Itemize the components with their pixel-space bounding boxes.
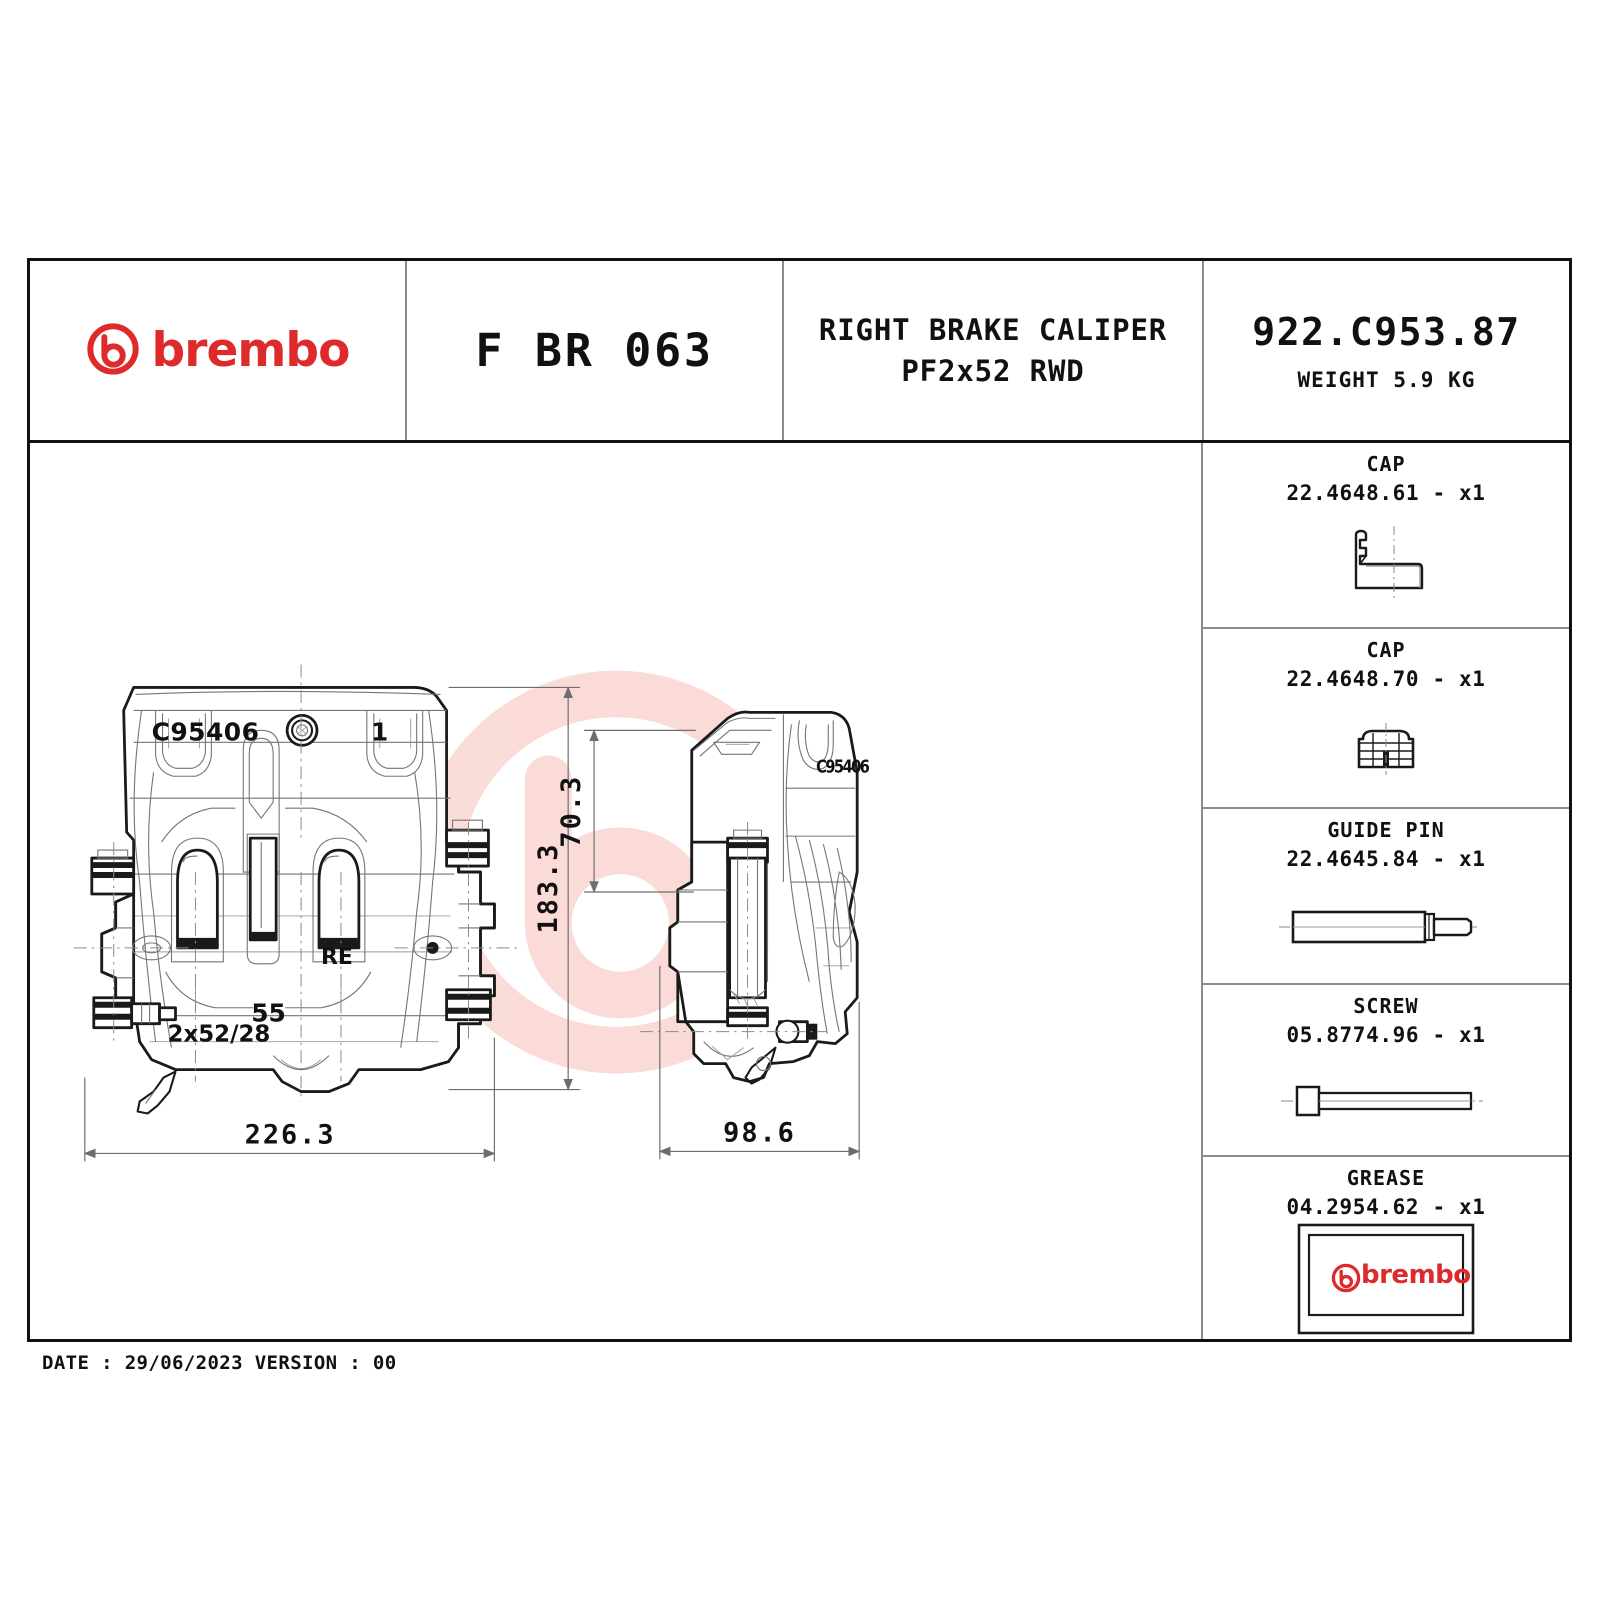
brembo-b-mark-icon <box>86 322 140 380</box>
brembo-wordmark: brembo <box>151 323 351 378</box>
front-view-casting-code: C95406 <box>152 717 260 746</box>
guide-pin-icon <box>1203 871 1569 983</box>
front-view-dimensions: 183.3 226.3 <box>83 686 581 1162</box>
dimension-width-226: 226.3 <box>245 1119 336 1150</box>
drawing-frame: brembo F BR 063 RIGHT BRAKE CALIPER PF2x… <box>27 258 1572 1342</box>
accessories-column: CAP 22.4648.61 - x1 CAP 22.4648.70 <box>1201 443 1569 1339</box>
accessory-number: 22.4648.61 - x1 <box>1286 481 1486 505</box>
front-view-index-mark: 1 <box>371 717 388 746</box>
accessory-name: CAP <box>1366 452 1406 476</box>
product-description-line1: RIGHT BRAKE CALIPER <box>818 313 1168 348</box>
cap-bracket-icon <box>1203 505 1569 627</box>
front-view-pad-thickness: 55 <box>251 999 286 1028</box>
right-piston-housing <box>413 819 496 1050</box>
front-view: C95406 1 2x52/28 55 RE <box>73 664 519 1115</box>
left-hose-fitting <box>92 996 177 1030</box>
accessory-number: 05.8774.96 - x1 <box>1286 1023 1486 1047</box>
accessory-name: SCREW <box>1353 994 1419 1018</box>
dimension-height-70: 70.3 <box>556 775 587 848</box>
caliper-technical-drawing: .o { fill:none; stroke:#1a1a1a; stroke-w… <box>73 664 871 1162</box>
side-view-cylinder <box>668 829 769 1028</box>
front-view-piston-spec: 2x52/28 <box>168 1022 271 1048</box>
product-description-cell: RIGHT BRAKE CALIPER PF2x52 RWD <box>784 261 1204 440</box>
accessory-name: CAP <box>1366 638 1406 662</box>
accessory-item-cap-1: CAP 22.4648.61 - x1 <box>1203 443 1569 629</box>
dimension-width-98: 98.6 <box>723 1117 796 1148</box>
accessory-number: 22.4645.84 - x1 <box>1286 847 1486 871</box>
accessory-item-cap-2: CAP 22.4648.70 - x1 <box>1203 629 1569 809</box>
svg-text:brembo: brembo <box>1361 1260 1471 1290</box>
drawing-body: .o { fill:none; stroke:#1a1a1a; stroke-w… <box>30 443 1569 1339</box>
accessory-name: GUIDE PIN <box>1327 818 1445 842</box>
footer-date-version: DATE : 29/06/2023 VERSION : 00 <box>42 1352 397 1374</box>
grease-sachet-icon: brembo <box>1203 1219 1569 1339</box>
dimension-height-183: 183.3 <box>533 842 564 933</box>
product-code-cell: F BR 063 <box>407 261 784 440</box>
product-code: F BR 063 <box>475 324 714 377</box>
accessory-item-screw: SCREW 05.8774.96 - x1 <box>1203 985 1569 1157</box>
outlet-nipple <box>136 1070 177 1115</box>
part-number-cell: 922.C953.87 WEIGHT 5.9 KG <box>1204 261 1569 440</box>
product-description-line2: PF2x52 RWD <box>901 353 1085 388</box>
screw-icon <box>1203 1047 1569 1155</box>
accessory-item-guide-pin: GUIDE PIN 22.4645.84 - x1 <box>1203 809 1569 985</box>
caliper-drawing-area: .o { fill:none; stroke:#1a1a1a; stroke-w… <box>30 443 1201 1339</box>
accessory-number: 04.2954.62 - x1 <box>1286 1195 1486 1219</box>
side-view-dimensions: 70.3 98.6 <box>556 729 861 1160</box>
cap-plug-icon <box>1203 691 1569 807</box>
brembo-logo: brembo <box>86 322 350 380</box>
accessory-item-grease: GREASE 04.2954.62 - x1 brembo <box>1203 1157 1569 1339</box>
front-view-side-mark: RE <box>321 945 353 970</box>
part-number: 922.C953.87 <box>1252 309 1521 354</box>
accessory-number: 22.4648.70 - x1 <box>1286 667 1486 691</box>
side-view-casting-code: C95406 <box>816 756 869 777</box>
part-weight: WEIGHT 5.9 KG <box>1297 367 1476 392</box>
accessory-name: GREASE <box>1346 1166 1426 1190</box>
side-view: C95406 <box>639 710 871 1085</box>
title-block: brembo F BR 063 RIGHT BRAKE CALIPER PF2x… <box>30 261 1569 443</box>
brand-logo-cell: brembo <box>30 261 407 440</box>
bleed-screw-boss <box>285 713 319 747</box>
